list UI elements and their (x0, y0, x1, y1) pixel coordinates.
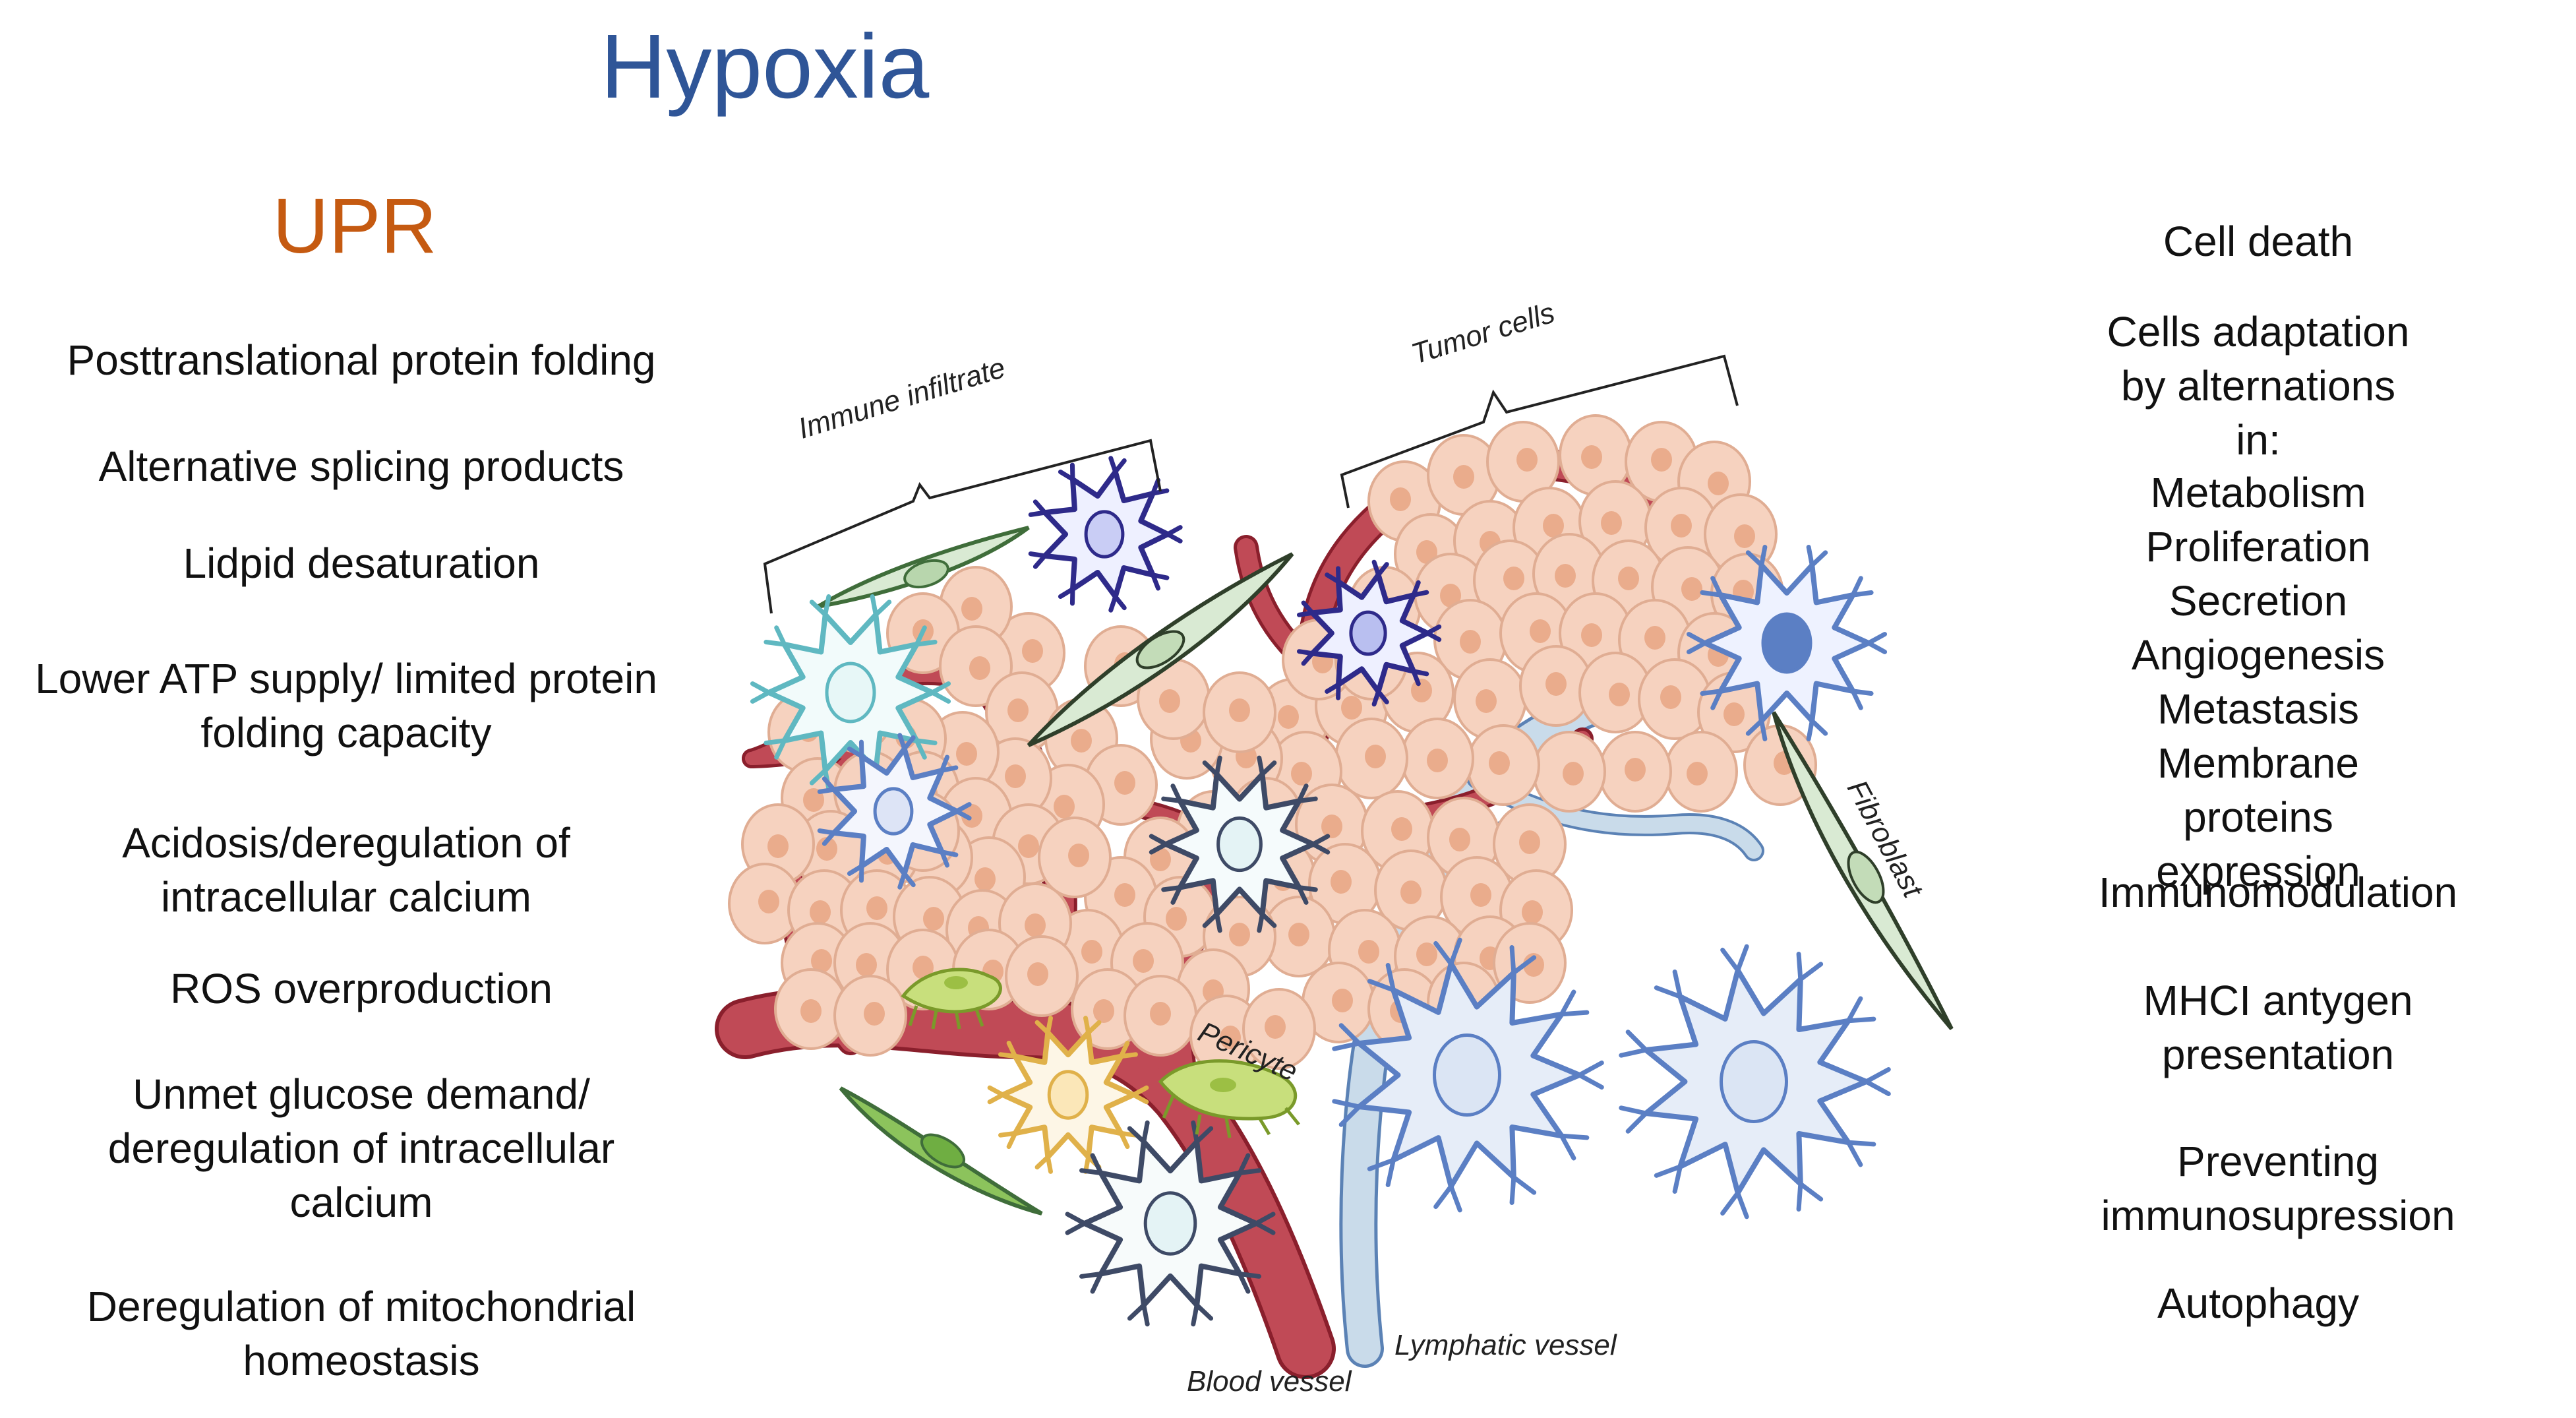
tumor-cell (833, 975, 907, 1057)
tumor-cell-cluster (728, 414, 1817, 1076)
tumor-cell (1532, 731, 1606, 813)
fibroblast (1027, 552, 1294, 747)
tumor-cell (1242, 988, 1316, 1070)
immune-cell-white (1065, 1120, 1276, 1327)
immune-infiltrate-bracket (763, 439, 1162, 614)
upr-heading: UPR (272, 183, 437, 270)
tumor-cell (1664, 731, 1738, 813)
tumor-cell (1493, 803, 1567, 885)
effect-mhci: MHCI antygen presentation (2143, 977, 2413, 1078)
upr-item: Posttranslational protein folding (67, 336, 656, 384)
tumor-cell (1638, 658, 1712, 740)
effect-alterations-list: Metabolism Proliferation Secretion Angio… (2131, 469, 2385, 895)
effect-adaptation: Cells adaptation by alternations in: (2107, 308, 2410, 464)
immune-cell-yellow (987, 1016, 1149, 1174)
blood-vessel-label: Blood vessel (1187, 1365, 1352, 1398)
page-title: Hypoxia (600, 16, 930, 117)
upr-item: Unmet glucose demand/ deregulation of in… (107, 1070, 615, 1226)
tumor-cell (1038, 817, 1112, 898)
tumor-cell (1519, 645, 1593, 727)
tumor-cell (728, 863, 802, 944)
fibroblast (816, 526, 1030, 609)
fibroblast (839, 1086, 1043, 1216)
effect-preventing: Preventing immunosupression (2101, 1138, 2455, 1239)
immune-cell-dark-blue (1028, 456, 1183, 613)
immune-cell-light-blue (1686, 545, 1888, 741)
lymphatic-vessel-label: Lymphatic vessel (1394, 1329, 1617, 1361)
immune-cell-large-blue (1332, 937, 1604, 1213)
tumor-cell (1334, 718, 1408, 799)
tumor-cell (1598, 731, 1672, 813)
upr-item: Deregulation of mitochondrial homeostasi… (86, 1283, 636, 1384)
upr-item: Lidpid desaturation (183, 539, 540, 587)
tumor-cell (939, 625, 1013, 707)
effect-autophagy: Autophagy (2157, 1279, 2360, 1327)
upr-item: Lower ATP supply/ limited protein foldin… (35, 655, 657, 756)
tumor-cell (1374, 849, 1448, 931)
effect-cell-death: Cell death (2163, 218, 2354, 265)
fibroblast (1772, 711, 1954, 1030)
tumor-cell (1453, 658, 1527, 740)
immune-cell-dark-blue (1296, 559, 1442, 707)
effect-immunomodulation: Immunomodulation (2098, 869, 2458, 916)
upr-item: Acidosis/deregulation of intracellular c… (122, 819, 570, 921)
upr-item: Alternative splicing products (98, 443, 624, 490)
immune-cell-cyan (750, 594, 951, 791)
immune-cells (750, 456, 1891, 1327)
pericyte (901, 968, 1002, 1030)
tumor-cell (1486, 421, 1560, 503)
tumor-cell (1005, 935, 1079, 1017)
immune-cell-white (1149, 755, 1331, 933)
tumor-cell (1123, 975, 1197, 1057)
tumor-cell (1203, 671, 1276, 753)
tumor-cell (1466, 724, 1540, 806)
tumor-cell (1400, 718, 1474, 799)
upr-item: ROS overproduction (170, 965, 553, 1012)
immune-cell-large-blue (1619, 944, 1891, 1219)
immune-cell-light-blue (817, 733, 972, 890)
tumor-cells-bracket (1340, 354, 1739, 509)
pericyte (1158, 1059, 1300, 1138)
